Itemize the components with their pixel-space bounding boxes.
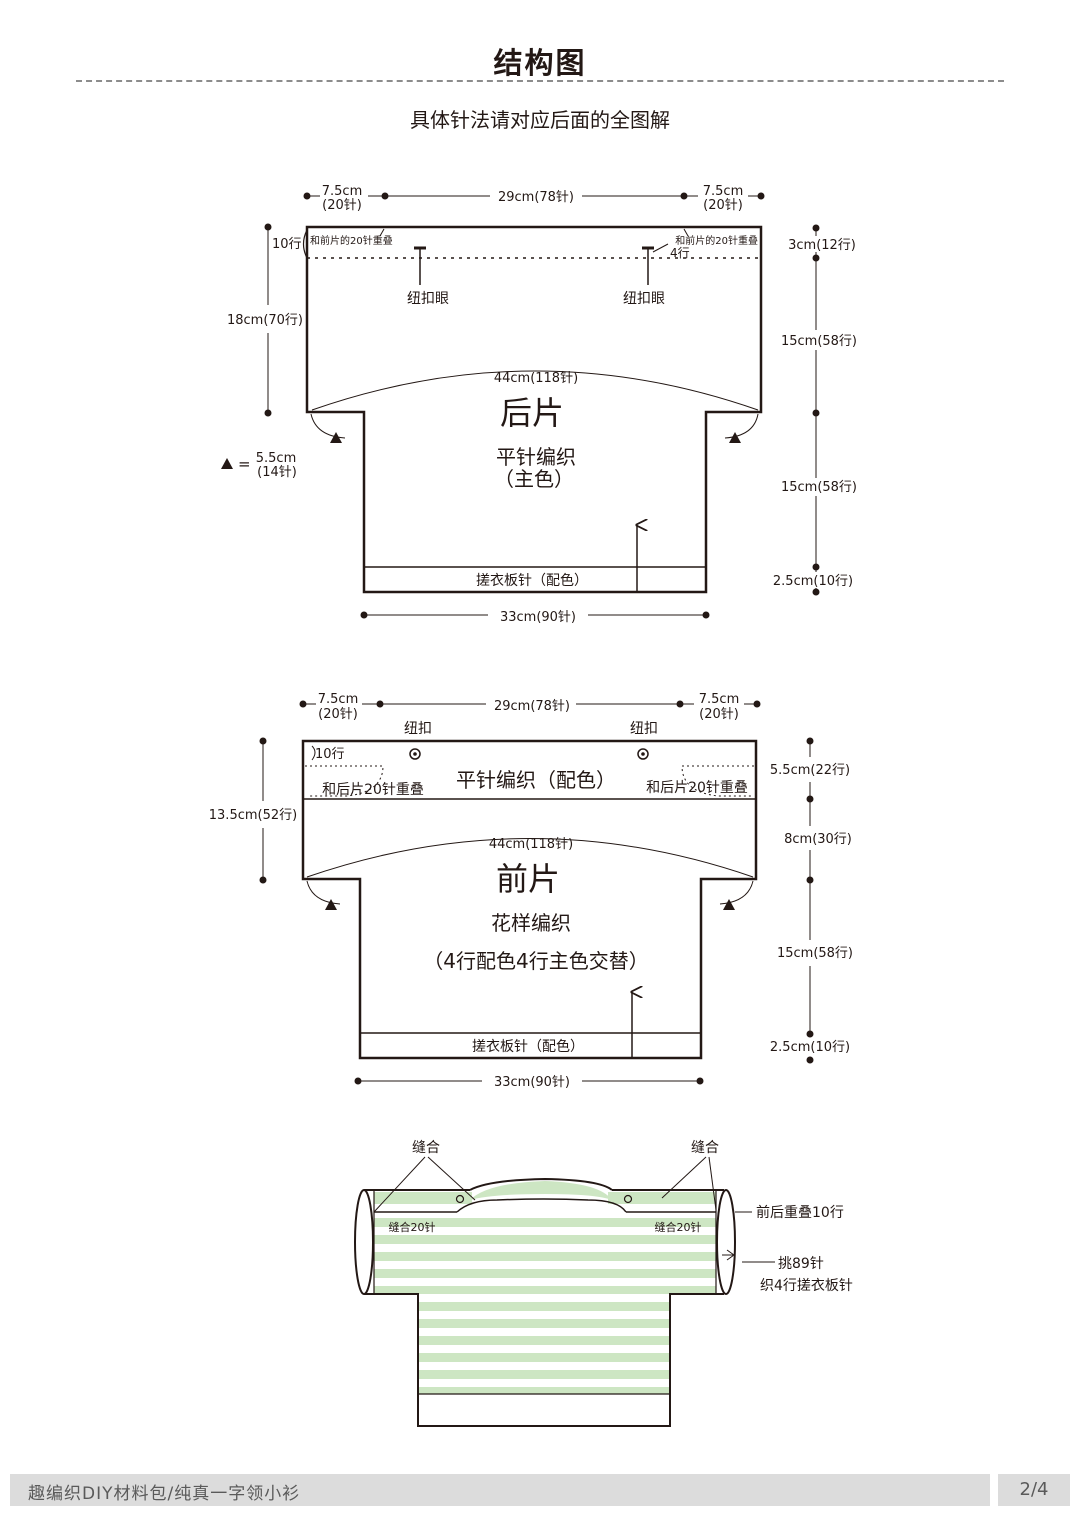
back-top-mid: 29cm(78针) xyxy=(498,190,574,205)
back-right-2: 15cm(58行) xyxy=(781,334,857,349)
front-button-right: 纽扣 xyxy=(630,721,658,737)
back-rib: 搓衣板针（配色） xyxy=(476,572,588,589)
front-button-left: 纽扣 xyxy=(404,721,432,737)
assembly-button-left-icon xyxy=(455,1194,465,1204)
back-top-right: 7.5cm xyxy=(703,184,744,199)
back-color-note: （主色） xyxy=(494,467,574,491)
back-top-left-sts: (20针) xyxy=(322,198,362,213)
page-subtitle: 具体针法请对应后面的全图解 xyxy=(410,108,670,132)
page-number: 2/4 xyxy=(998,1474,1070,1506)
front-right-3: 15cm(58行) xyxy=(777,946,853,961)
back-overlap-left: 和前片的20针重叠 xyxy=(310,234,393,247)
back-right-4: 2.5cm(10行) xyxy=(773,574,853,589)
title-divider xyxy=(76,80,1004,82)
front-overlap-right: 和后片20针重叠 xyxy=(646,780,748,796)
assembly-pick: 挑89针 xyxy=(778,1256,824,1272)
back-right-3: 15cm(58行) xyxy=(781,480,857,495)
left-sleeve-cuff xyxy=(354,1189,374,1295)
front-piece xyxy=(301,739,758,1060)
front-triangle-right-icon xyxy=(723,899,735,910)
back-piece xyxy=(302,225,763,594)
front-width-arc xyxy=(306,838,754,878)
back-tri-sts: (14针) xyxy=(257,465,297,480)
back-right-1: 3cm(12行) xyxy=(788,238,856,253)
front-bottom: 33cm(90针) xyxy=(494,1075,570,1090)
assembly-overlap: 前后重叠10行 xyxy=(756,1204,844,1221)
back-rows-10: 10行 xyxy=(272,237,302,252)
front-color-note: （4行配色4行主色交替） xyxy=(423,949,648,973)
front-top-left-sts: (20针) xyxy=(318,707,358,722)
back-rows-4: 4行 xyxy=(670,246,690,260)
back-outline xyxy=(305,225,763,594)
assembly-knit: 织4行搓衣板针 xyxy=(760,1278,853,1294)
back-triangle-left-icon xyxy=(330,432,342,443)
back-bottom: 33cm(90针) xyxy=(500,610,576,625)
assembly-seam-right: 缝合 xyxy=(691,1140,719,1156)
front-width: 44cm(118针) xyxy=(489,837,573,852)
back-buttonhole-right: 纽扣眼 xyxy=(623,291,665,307)
front-name: 前片 xyxy=(496,860,560,898)
footer-text: 趣编织DIY材料包/纯真一字领小衫 xyxy=(28,1484,301,1504)
front-top-right: 7.5cm xyxy=(699,692,740,707)
back-width-arc xyxy=(311,370,759,411)
back-width: 44cm(118针) xyxy=(494,371,578,386)
back-left-height: 18cm(70行) xyxy=(227,313,303,328)
front-top-mid: 29cm(78针) xyxy=(494,699,570,714)
front-left-height: 13.5cm(52行) xyxy=(209,808,297,823)
assembled-garment xyxy=(354,1156,775,1427)
right-sleeve-cuff xyxy=(716,1189,736,1295)
front-rows-10: 10行 xyxy=(315,747,345,762)
front-triangle-left-icon xyxy=(325,899,337,910)
garment-outline xyxy=(364,1189,724,1427)
page-title: 结构图 xyxy=(493,46,587,80)
front-yoke: 平针编织（配色） xyxy=(456,768,616,792)
back-tri-value: 5.5cm xyxy=(256,451,297,466)
front-rib: 搓衣板针（配色） xyxy=(472,1038,584,1055)
back-top-right-sts: (20针) xyxy=(703,198,743,213)
front-right-2: 8cm(30行) xyxy=(784,832,852,847)
front-right-4: 2.5cm(10行) xyxy=(770,1040,850,1055)
assembly-seam-left: 缝合 xyxy=(412,1140,440,1156)
front-outline xyxy=(301,739,758,1060)
assembly-button-right-icon xyxy=(623,1194,633,1204)
front-right-1: 5.5cm(22行) xyxy=(770,763,850,778)
back-triangle-right-icon xyxy=(729,432,741,443)
assembly-seam20-right: 缝合20针 xyxy=(655,1220,702,1234)
front-stitch: 花样编织 xyxy=(491,911,571,935)
button-left-icon xyxy=(409,748,421,760)
front-overlap-left: 和后片20针重叠 xyxy=(322,782,424,798)
structure-diagram: = 7.5cm (20针) 29cm(78针) 7.5cm (20针) 10行 … xyxy=(209,184,857,1427)
front-top-left: 7.5cm xyxy=(318,692,359,707)
front-top-right-sts: (20针) xyxy=(699,707,739,722)
legend-triangle-icon xyxy=(221,458,233,469)
back-top-left: 7.5cm xyxy=(322,184,363,199)
footer-bar: 趣编织DIY材料包/纯真一字领小衫 xyxy=(10,1474,990,1506)
back-overlap-right: 和前片的20针重叠 xyxy=(675,234,758,247)
back-buttonhole-left: 纽扣眼 xyxy=(407,291,449,307)
back-stitch: 平针编织 xyxy=(496,445,576,469)
svg-text:=: = xyxy=(238,455,251,473)
assembly-seam20-left: 缝合20针 xyxy=(389,1220,436,1234)
back-name: 后片 xyxy=(500,394,564,432)
button-right-icon xyxy=(637,748,649,760)
stripe-group xyxy=(374,1181,716,1394)
